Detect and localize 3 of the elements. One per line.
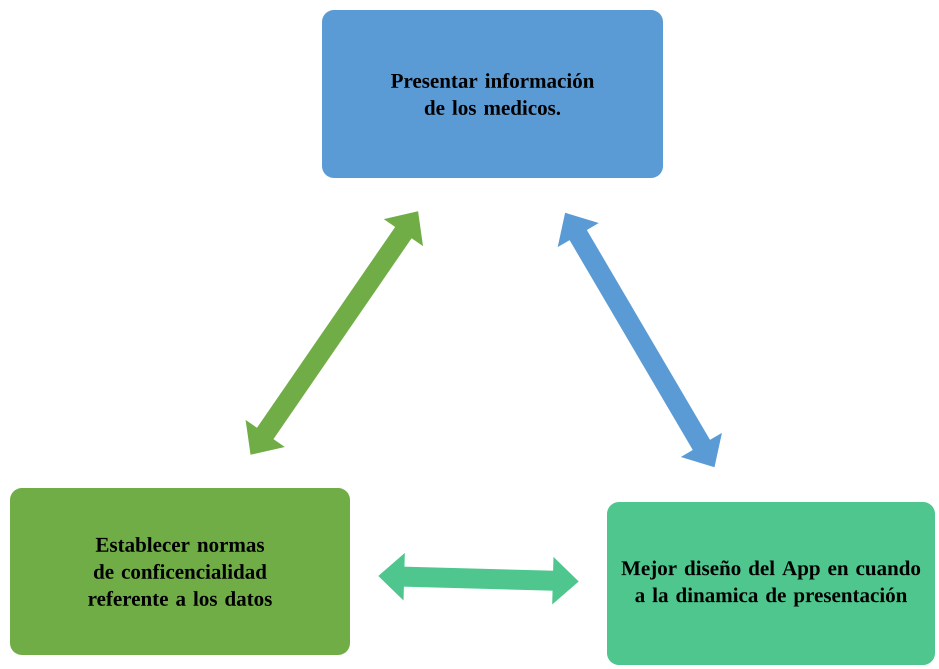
process-box: Presentar información de los medicos. — [322, 10, 663, 178]
process-box: Establecer normas de conficencialidad referente a los datos — [10, 488, 350, 655]
process-box: Mejor diseño del App en cuando a la dinamica de presentación — [607, 502, 936, 665]
